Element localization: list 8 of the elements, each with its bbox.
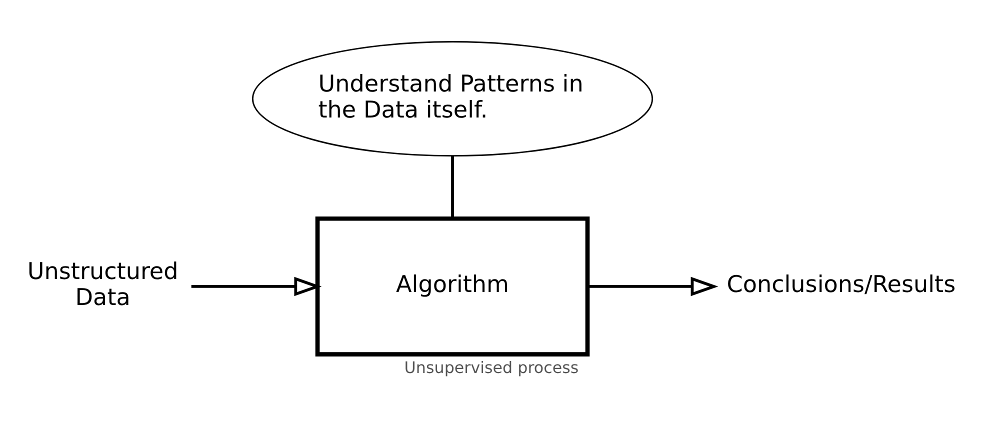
node-box: Algorithm (314, 216, 590, 357)
arrow (190, 276, 322, 296)
node-text: Unstructured Data (26, 258, 178, 311)
arrow (587, 276, 718, 296)
caption: Unsupervised process (404, 358, 578, 377)
node-text: Conclusions/Results (726, 272, 956, 298)
node-ellipse: Understand Patterns in the Data itself. (251, 41, 653, 157)
connector (450, 156, 454, 218)
